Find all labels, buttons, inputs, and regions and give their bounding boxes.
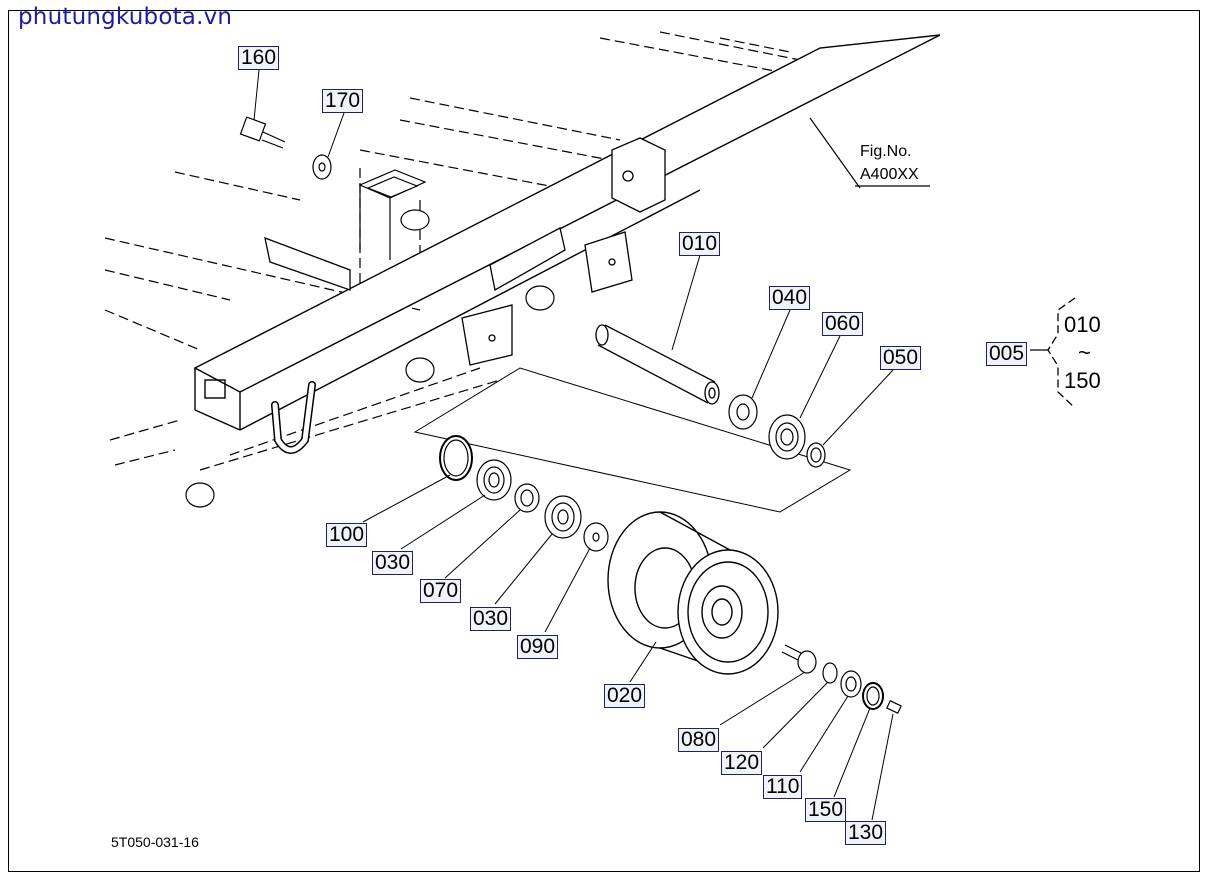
roller-020: [607, 511, 779, 675]
callout-020[interactable]: 020: [604, 684, 646, 708]
callout-070[interactable]: 070: [420, 579, 462, 603]
bolt-160: [239, 116, 286, 149]
callout-050[interactable]: 050: [880, 346, 922, 370]
washer-110: [840, 670, 862, 698]
washer-170: [312, 154, 332, 180]
callout-120[interactable]: 120: [721, 751, 763, 775]
callout-010[interactable]: 010: [679, 232, 721, 256]
ring-120: [822, 662, 838, 684]
drawing-code: 5T050-031-16: [111, 834, 199, 850]
callout-080[interactable]: 080: [678, 728, 720, 752]
callout-030-a[interactable]: 030: [372, 551, 414, 575]
callout-040[interactable]: 040: [769, 286, 811, 310]
grease-nipple-130: [886, 700, 902, 714]
washer-090: [583, 522, 609, 552]
bearing-030a: [476, 459, 512, 501]
drawing-frame: [8, 10, 1200, 872]
pipe-bosses: [185, 285, 555, 508]
snap-ring-050: [806, 442, 826, 468]
snap-ring-100: [439, 435, 473, 481]
collar-070: [514, 483, 540, 513]
callout-170[interactable]: 170: [322, 89, 364, 113]
bolt-080: [781, 644, 817, 674]
snap-ring-150: [862, 682, 884, 710]
callout-100[interactable]: 100: [326, 523, 368, 547]
square-post: [358, 169, 430, 260]
watermark-text: phutungkubota.vn: [18, 4, 233, 30]
callout-160[interactable]: 160: [238, 46, 280, 70]
figure-ref-number: A400XX: [860, 166, 919, 183]
bearing-030b: [544, 495, 582, 539]
shaft-010: [595, 324, 720, 405]
leader-lines: [253, 69, 894, 821]
seal-040: [728, 394, 758, 430]
callout-060[interactable]: 060: [822, 312, 864, 336]
callout-130[interactable]: 130: [845, 821, 887, 845]
figure-ref-label: Fig.No.: [860, 143, 912, 160]
bearing-060: [768, 414, 806, 460]
callout-005[interactable]: 005: [986, 342, 1028, 366]
assembly-plane: [413, 367, 852, 513]
callout-150[interactable]: 150: [805, 798, 847, 822]
main-beam: [193, 34, 941, 431]
range-to: 150: [1064, 368, 1101, 393]
range-brace: [1030, 297, 1076, 409]
callout-030-b[interactable]: 030: [470, 607, 512, 631]
callout-090[interactable]: 090: [517, 635, 559, 659]
range-tilde: ~: [1078, 340, 1091, 365]
callout-110[interactable]: 110: [763, 775, 803, 799]
range-from: 010: [1064, 312, 1101, 337]
beam-brackets: [264, 137, 666, 366]
